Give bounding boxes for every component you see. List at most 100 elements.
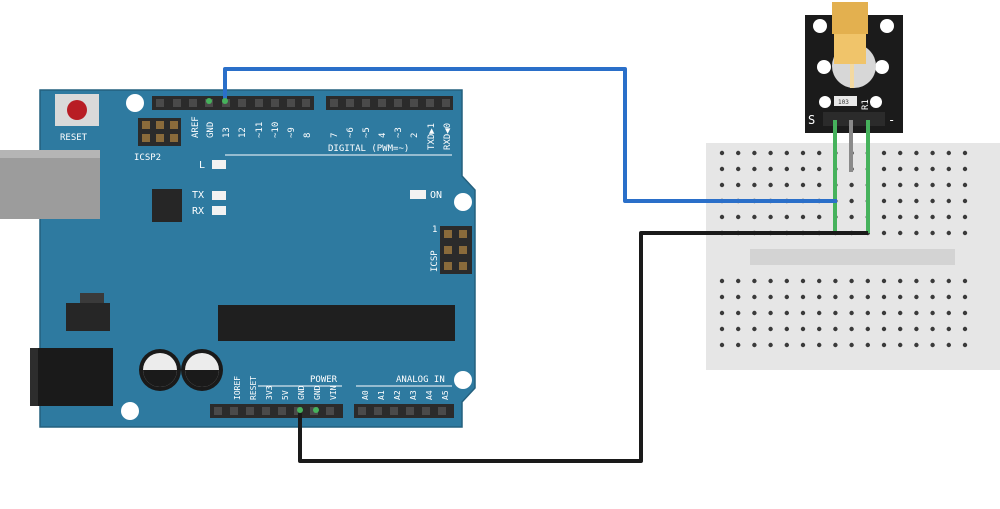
icsp2-label: ICSP2 (134, 153, 161, 163)
breadboard-hole (946, 230, 951, 236)
wire-endpoint (297, 407, 303, 413)
breadboard-hole (898, 342, 903, 348)
breadboard-hole (946, 198, 951, 204)
pin-label-reset: RESET (249, 376, 258, 400)
digital-header-left (152, 96, 314, 110)
reset-button-cap[interactable] (67, 100, 87, 120)
pin-label-a4: A4 (425, 390, 434, 400)
breadboard-hole (930, 182, 935, 188)
breadboard-hole (898, 166, 903, 172)
pin-label-a2: A2 (393, 390, 402, 400)
breadboard-hole (817, 166, 822, 172)
laser-diode-lead (850, 64, 854, 88)
breadboard-hole (736, 294, 741, 300)
digital-pin-labels: AREF GND 13 12 ~11 ~10 ~9 8 7 ~6 ~5 4 ~3… (191, 116, 453, 150)
mounting-hole (454, 193, 472, 211)
pin-label-5: ~5 (362, 127, 372, 138)
mounting-hole (454, 371, 472, 389)
breadboard-hole (768, 182, 773, 188)
breadboard-hole (800, 310, 806, 316)
breadboard-hole (800, 294, 806, 300)
breadboard-hole (752, 182, 757, 188)
breadboard-hole (946, 326, 951, 332)
breadboard-hole (736, 278, 741, 284)
breadboard-hole (784, 214, 789, 220)
breadboard-hole (914, 310, 919, 316)
breadboard-hole (800, 150, 806, 156)
breadboard-hole (817, 150, 822, 156)
pin-label-gnd-2: GND (313, 385, 322, 400)
breadboard-hole (752, 326, 757, 332)
breadboard-hole (946, 310, 951, 316)
breadboard-hole (817, 182, 822, 188)
breadboard-hole (962, 182, 968, 188)
breadboard-hole (817, 294, 822, 300)
pin-label-9: ~9 (287, 127, 297, 138)
module-pin-header (823, 112, 885, 126)
breadboard-hole (881, 214, 887, 220)
breadboard-hole (768, 278, 773, 284)
wire-endpoint (313, 407, 319, 413)
breadboard-hole (914, 166, 919, 172)
arduino-pcb (39, 89, 476, 428)
led-l (212, 160, 226, 169)
breadboard-hole (752, 310, 757, 316)
breadboard-center-channel (750, 249, 955, 265)
breadboard-hole (752, 150, 757, 156)
breadboard-hole (881, 166, 887, 172)
module-hole (817, 60, 831, 74)
breadboard-hole (784, 342, 789, 348)
breadboard-hole (898, 214, 903, 220)
breadboard-hole (914, 230, 919, 236)
breadboard-hole (881, 198, 887, 204)
breadboard-hole (881, 326, 887, 332)
breadboard-hole (752, 294, 757, 300)
breadboard-hole (849, 182, 854, 188)
capacitor-right (181, 349, 223, 391)
pin-label-13: 13 (222, 127, 232, 138)
breadboard-hole (930, 150, 935, 156)
breadboard-hole (946, 214, 951, 220)
breadboard-hole (817, 214, 822, 220)
breadboard-hole (946, 150, 951, 156)
breadboard-hole (736, 166, 741, 172)
breadboard-hole (817, 278, 822, 284)
breadboard-hole (962, 342, 968, 348)
breadboard-hole (881, 310, 887, 316)
dc-power-jack (30, 348, 113, 406)
breadboard-hole (752, 166, 757, 172)
breadboard-hole (849, 198, 854, 204)
pin-label-12: 12 (238, 127, 248, 138)
breadboard-hole (914, 198, 919, 204)
breadboard-hole (736, 150, 741, 156)
wire-endpoint (206, 98, 212, 104)
breadboard-hole (719, 214, 725, 220)
analog-label: ANALOG IN (396, 375, 445, 385)
breadboard-hole (736, 342, 741, 348)
breadboard-hole (946, 342, 951, 348)
breadboard-hole (736, 326, 741, 332)
usb-connector-shade (0, 150, 100, 158)
breadboard-hole (946, 278, 951, 284)
breadboard-hole (962, 294, 968, 300)
breadboard-hole (752, 278, 757, 284)
breadboard-hole (914, 214, 919, 220)
breadboard-hole (930, 310, 935, 316)
icsp-label: ICSP (430, 250, 440, 272)
led-tx (212, 191, 226, 200)
breadboard-hole (865, 342, 870, 348)
breadboard-hole (768, 310, 773, 316)
analog-pin-labels: A0 A1 A2 A3 A4 A5 (361, 390, 450, 400)
breadboard-hole (914, 182, 919, 188)
breadboard-hole (914, 150, 919, 156)
breadboard-hole (914, 342, 919, 348)
breadboard-hole (800, 342, 806, 348)
power-label: POWER (310, 375, 338, 385)
breadboard-hole (849, 278, 854, 284)
breadboard-hole (768, 166, 773, 172)
breadboard-hole (768, 342, 773, 348)
breadboard-hole (817, 310, 822, 316)
pin-label-a3: A3 (409, 390, 418, 400)
